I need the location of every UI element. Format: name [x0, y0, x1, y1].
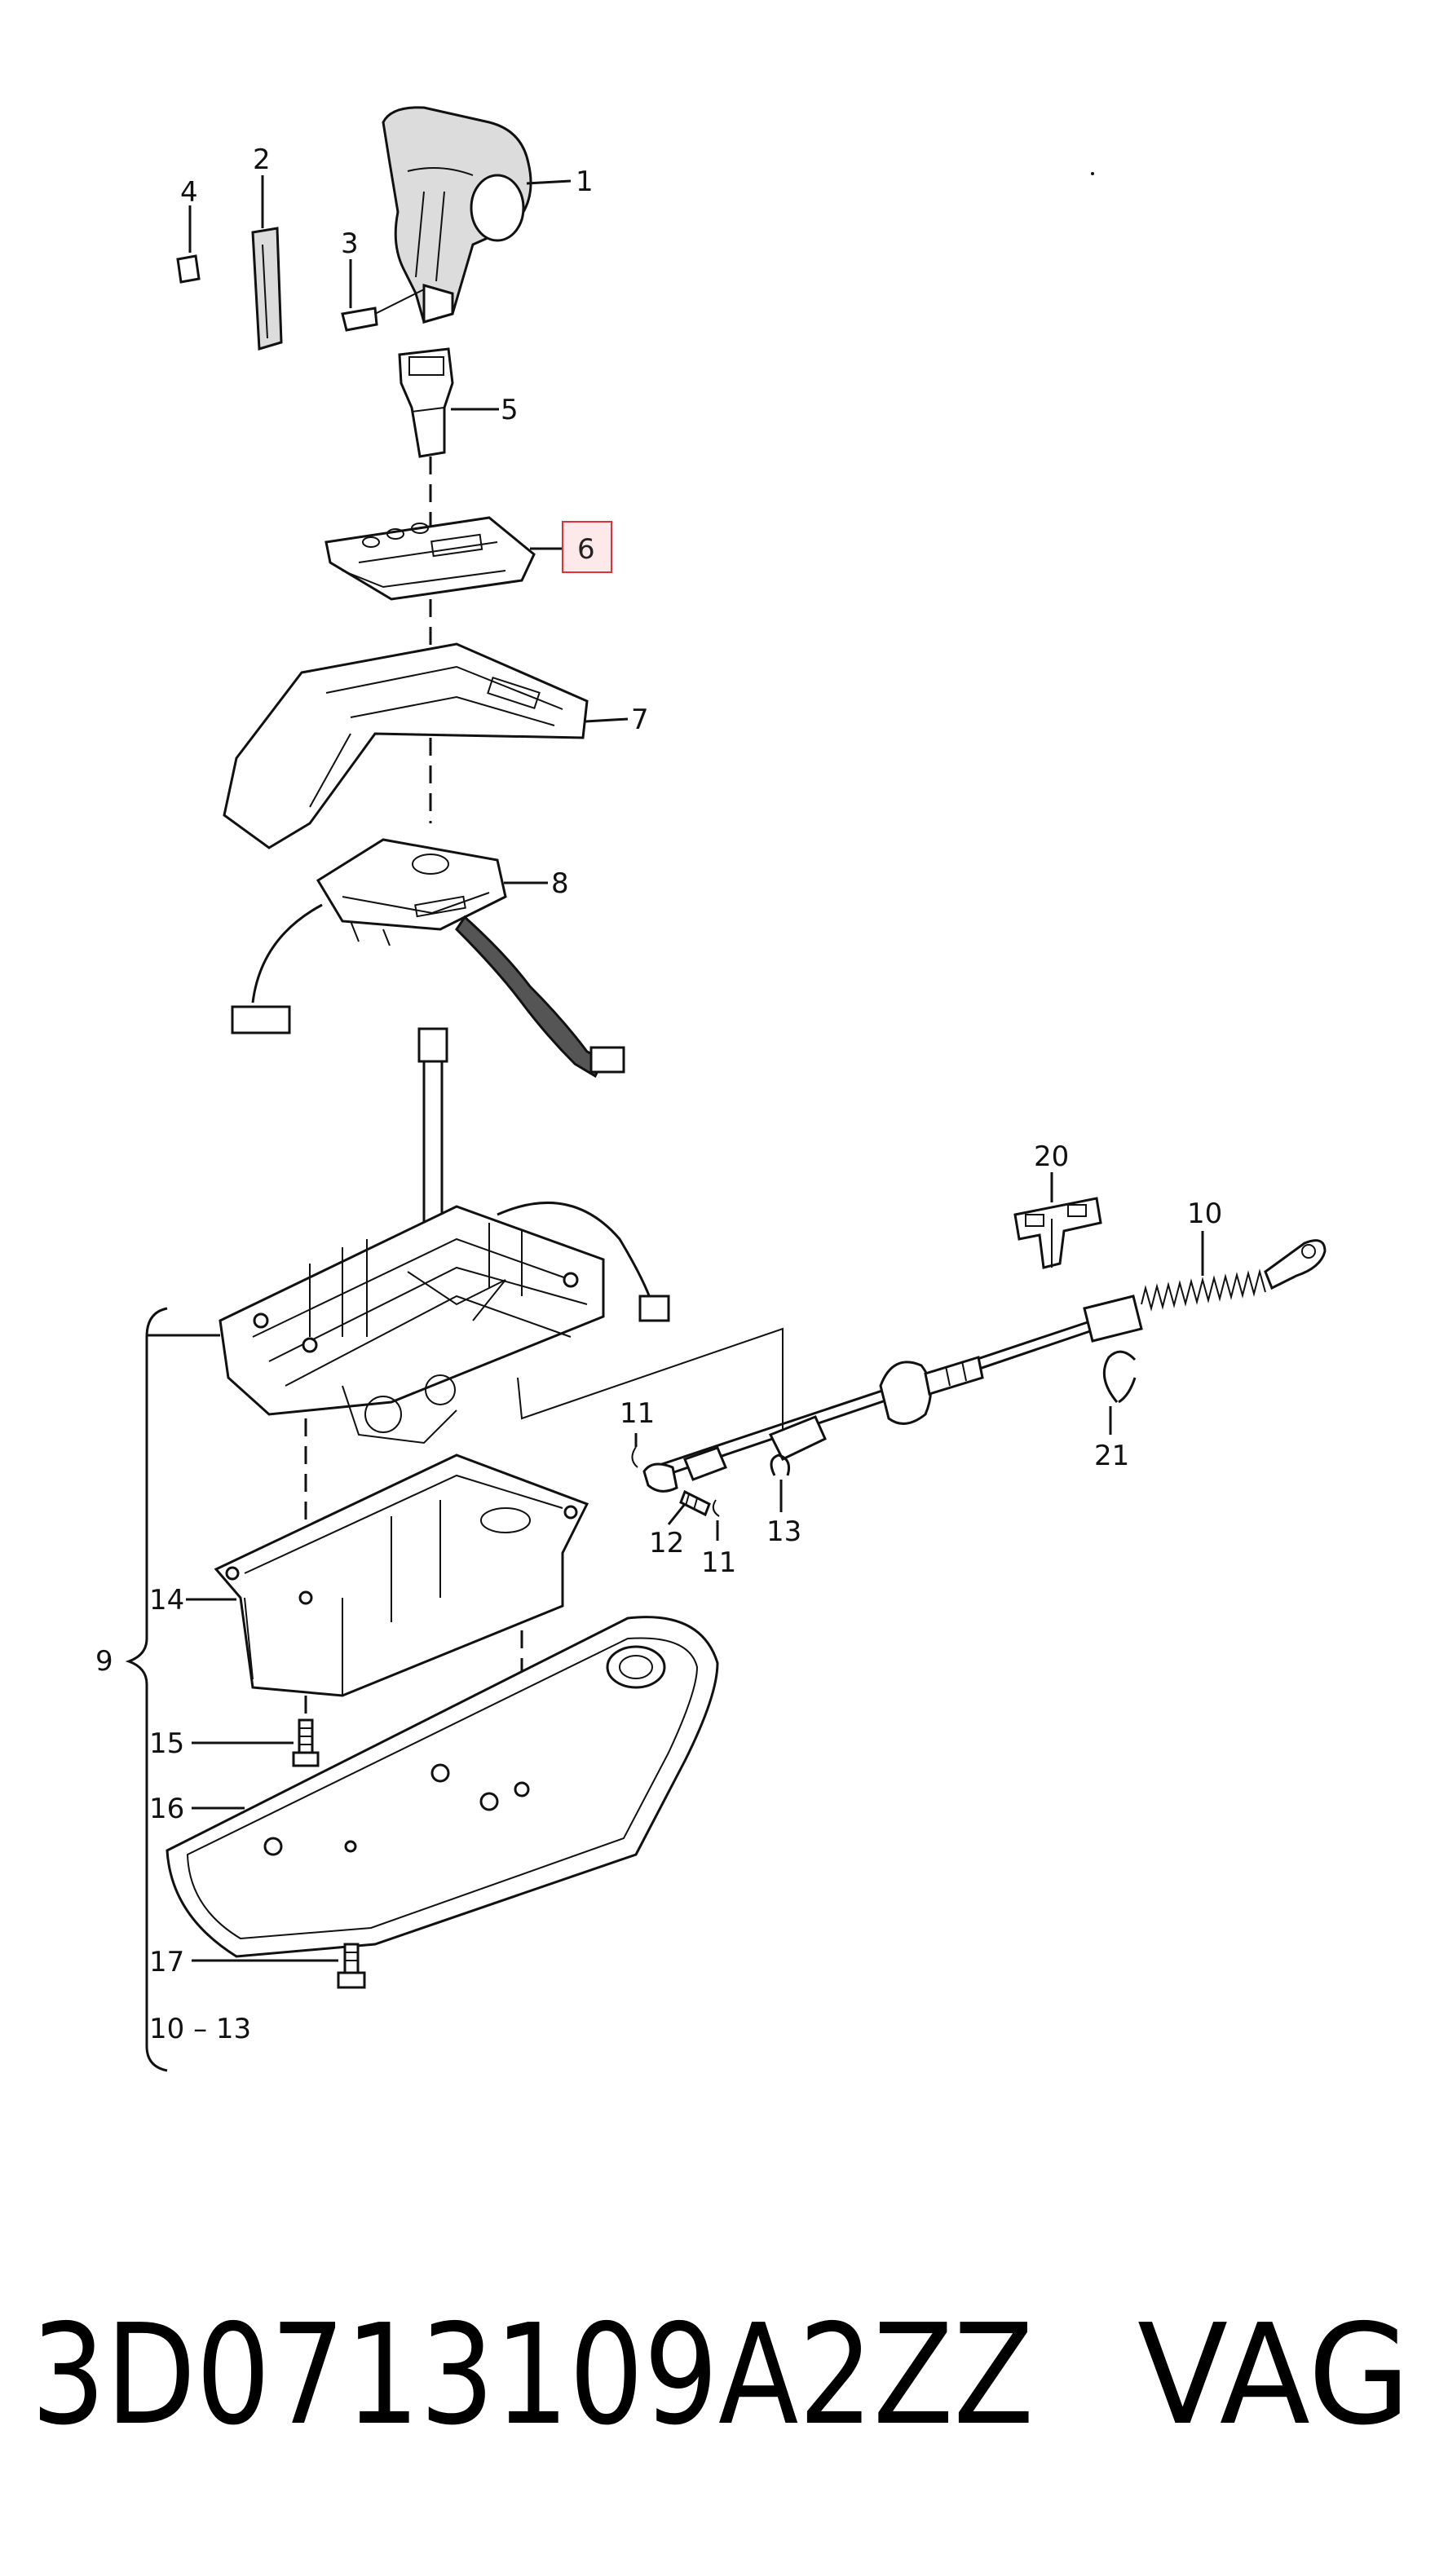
clip-part-11b [712, 1499, 720, 1517]
label-11a: 11 [620, 1397, 655, 1430]
right-connector [589, 1046, 625, 1074]
label-12: 12 [649, 1527, 684, 1559]
cover-frame-part [223, 642, 589, 849]
label-15: 15 [149, 1727, 184, 1760]
clip-part-13 [770, 1453, 791, 1476]
bracket-part-20 [1013, 1197, 1102, 1269]
label-6: 6 [577, 533, 595, 566]
label-14: 14 [149, 1584, 184, 1617]
pin-part-12 [679, 1489, 711, 1517]
switch-unit-part [231, 838, 625, 1078]
label-21: 21 [1094, 1440, 1129, 1472]
label-13: 13 [766, 1515, 801, 1548]
left-connector [231, 1005, 291, 1034]
lower-housing-part [214, 1453, 589, 1697]
label-10-13: 10 – 13 [149, 2013, 251, 2045]
label-20: 20 [1034, 1140, 1069, 1173]
base-plate-part [166, 1616, 719, 1958]
leader-7 [585, 717, 629, 723]
cap-part-4 [176, 254, 201, 284]
leader-12 [667, 1503, 686, 1525]
label-9: 9 [95, 1645, 113, 1678]
leader-1 [526, 179, 572, 185]
label-16: 16 [149, 1793, 184, 1825]
stray-dot [1091, 172, 1094, 175]
selector-knob-part [382, 106, 532, 324]
assembly-outline [517, 1327, 784, 1435]
clip-part-3 [341, 307, 378, 332]
position-indicator-plate-part [324, 516, 536, 601]
label-5: 5 [501, 394, 519, 426]
clip-part-11a [631, 1446, 638, 1468]
label-4: 4 [180, 176, 198, 209]
housing-connector [638, 1295, 670, 1322]
assembly-brace-9 [125, 1307, 168, 2072]
label-8: 8 [551, 867, 569, 900]
label-7: 7 [631, 704, 649, 736]
part-number: 3D0713109A2ZZ [31, 2295, 1034, 2456]
label-3: 3 [341, 227, 359, 260]
button-insert-part [398, 347, 454, 458]
brand-name: VAG [1137, 2295, 1410, 2456]
bolt-part-17 [337, 1943, 366, 1989]
leader-3b [374, 289, 425, 315]
trim-strip-part [251, 227, 283, 351]
label-17: 17 [149, 1946, 184, 1978]
circlip-part-21 [1102, 1350, 1137, 1404]
label-10: 10 [1187, 1198, 1222, 1230]
selector-mechanism-housing [219, 1201, 670, 1445]
label-2: 2 [253, 143, 271, 176]
label-1: 1 [576, 165, 594, 198]
cable-part-10 [642, 1239, 1327, 1493]
label-11b: 11 [701, 1546, 736, 1579]
screw-part-15 [292, 1718, 320, 1767]
shift-lever-shaft [417, 1027, 448, 1233]
highlight-box-6 [562, 521, 612, 573]
